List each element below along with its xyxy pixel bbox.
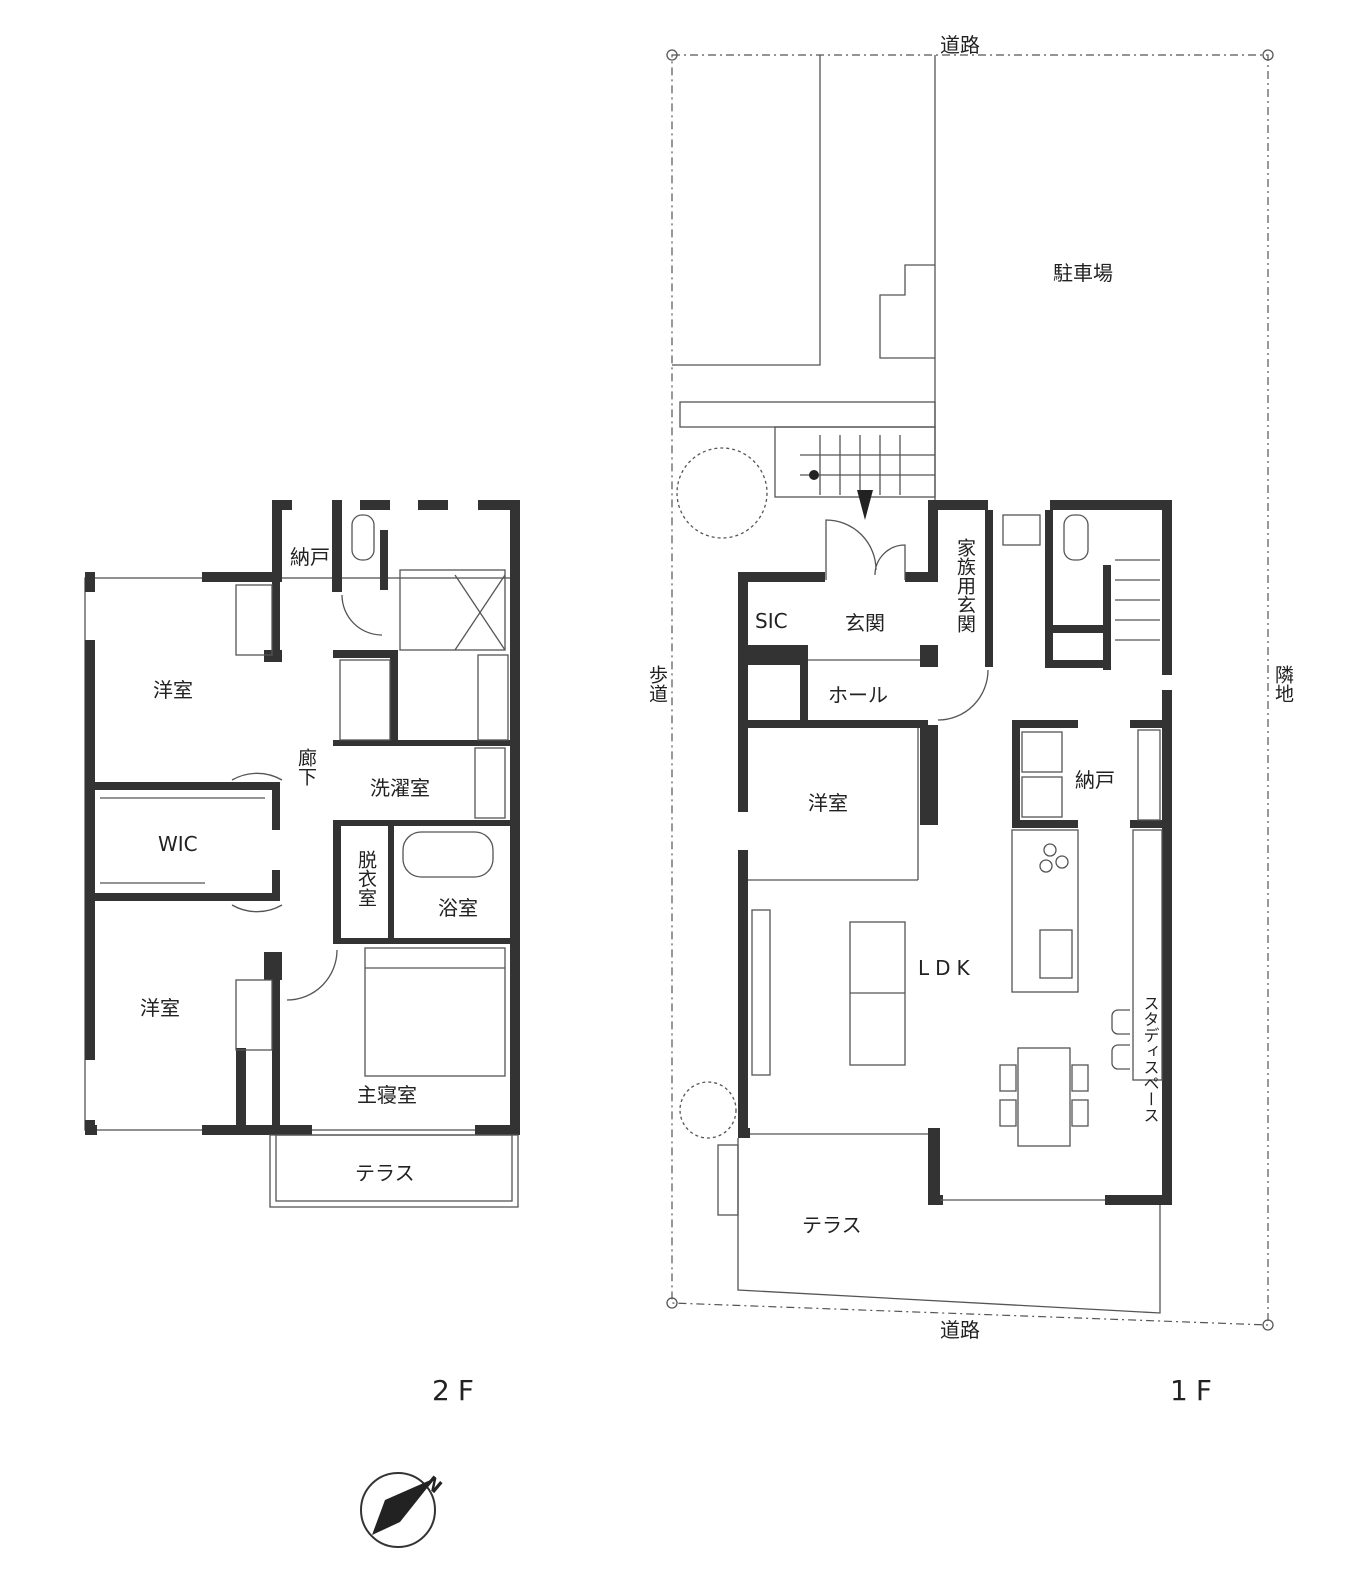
room-hall-1f: ホール [828, 683, 888, 707]
terrace-2f: テラス [355, 1161, 415, 1185]
room-storage-2f: 納戸 [290, 545, 330, 569]
room-western-bottom-2f: 洋室 [140, 996, 180, 1020]
sidewalk-label: 歩道 [646, 665, 668, 703]
study-space-1f: スタディスペース [1141, 995, 1160, 1123]
floor-2-plan: 納戸 洋室 廊下 洗濯室 WIC 脱衣室 浴室 洋室 主寝室 テラス 2F [84, 500, 520, 1407]
entrance-arrow-icon [857, 490, 873, 520]
room-storage-1f: 納戸 [1075, 768, 1115, 792]
room-sic-1f: SIC [755, 609, 788, 633]
north-compass-icon: N [360, 1472, 446, 1548]
road-bottom-label: 道路 [940, 1318, 980, 1342]
room-western-1f: 洋室 [808, 791, 848, 815]
floor-title-2f: 2F [432, 1374, 482, 1407]
floor-title-1f: 1F [1170, 1374, 1220, 1407]
room-western-top-2f: 洋室 [153, 678, 193, 702]
room-corridor-2f: 廊下 [295, 748, 317, 786]
road-top-label: 道路 [940, 33, 980, 57]
room-bath-2f: 浴室 [438, 896, 478, 920]
room-wic-2f: WIC [158, 832, 198, 856]
compass-label: N [421, 1472, 446, 1498]
room-ldk-1f: LDK [918, 956, 976, 980]
parking-label: 駐車場 [1053, 261, 1113, 285]
floor-1-plan: 道路 道路 歩道 隣地 駐車場 SIC 玄関 家族用玄関 ホール 洋室 納戸 L… [646, 33, 1294, 1407]
room-laundry-2f: 洗濯室 [370, 776, 430, 800]
room-entrance-1f: 玄関 [845, 611, 885, 635]
room-master-bedroom-2f: 主寝室 [357, 1083, 417, 1107]
room-dressing-2f: 脱衣室 [355, 850, 377, 907]
terrace-1f: テラス [802, 1213, 862, 1237]
outline-2f [84, 577, 516, 1131]
neighbor-label: 隣地 [1272, 665, 1294, 703]
site-boundary [671, 54, 1269, 1326]
room-family-entrance-1f: 家族用玄関 [954, 538, 976, 633]
